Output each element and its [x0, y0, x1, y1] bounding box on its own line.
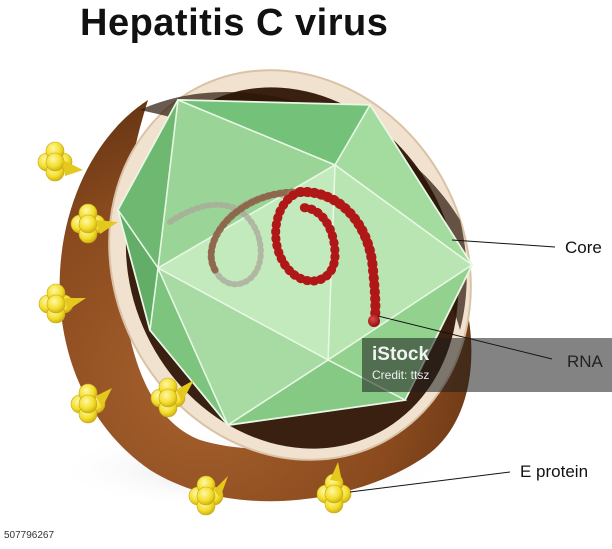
stock-id: 507796267 — [2, 530, 57, 541]
diagram-title: Hepatitis C virus — [80, 2, 389, 44]
core-leader-line — [451, 239, 556, 248]
watermark-credit: Credit: ttsz — [372, 368, 430, 382]
rna-label: RNA — [567, 352, 603, 371]
core-label: Core — [565, 238, 602, 257]
e-protein-leader-line — [349, 471, 511, 493]
e-proteins — [37, 141, 352, 516]
watermark-banner: iStock Credit: ttsz — [362, 338, 612, 392]
rna-strand — [167, 186, 381, 327]
capsid-core — [116, 98, 474, 427]
watermark-brand: iStock — [372, 344, 430, 365]
e-protein-label: E protein — [520, 462, 589, 481]
